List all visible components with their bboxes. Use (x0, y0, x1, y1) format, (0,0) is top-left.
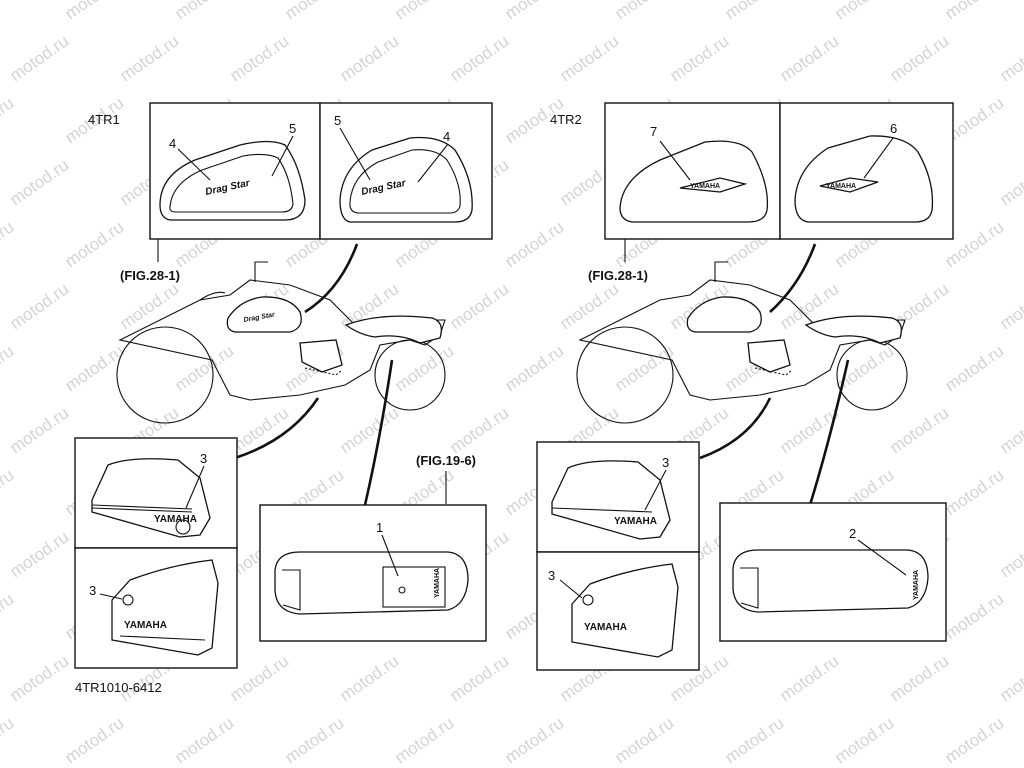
watermark-text: motod.ru (0, 465, 17, 519)
watermark-text: motod.ru (941, 465, 1007, 519)
watermark-text: motod.ru (776, 651, 842, 705)
watermark-text: motod.ru (886, 651, 952, 705)
watermark-text: motod.ru (831, 713, 897, 767)
side-cover-panel-right: YAMAHA 3 YAMAHA 3 (536, 441, 700, 671)
watermark-text: motod.ru (171, 713, 237, 767)
watermark-text: motod.ru (886, 403, 952, 457)
watermark-text: motod.ru (0, 589, 17, 643)
fig-19-6-label: (FIG.19-6) (416, 453, 476, 468)
watermark-text: motod.ru (226, 31, 292, 85)
watermark-text: motod.ru (831, 0, 897, 23)
watermark-text: motod.ru (446, 31, 512, 85)
watermark-text: motod.ru (61, 0, 127, 23)
watermark-text: motod.ru (776, 31, 842, 85)
watermark-text: motod.ru (391, 0, 457, 23)
watermark-text: motod.ru (941, 713, 1007, 767)
svg-text:YAMAHA: YAMAHA (826, 183, 856, 190)
watermark-text: motod.ru (171, 341, 237, 395)
watermark-text: motod.ru (996, 279, 1024, 333)
watermark-text: motod.ru (721, 713, 787, 767)
motorcycle-outline-left: Drag Star (116, 261, 446, 424)
watermark-text: motod.ru (446, 651, 512, 705)
watermark-text: motod.ru (0, 713, 17, 767)
watermark-text: motod.ru (281, 0, 347, 23)
callout-3-upper-right: 3 (662, 455, 669, 470)
watermark-text: motod.ru (996, 155, 1024, 209)
watermark-text: motod.ru (0, 0, 17, 23)
watermark-text: motod.ru (941, 0, 1007, 23)
fig-28-1-label-left: (FIG.28-1) (120, 268, 180, 283)
watermark-text: motod.ru (6, 155, 72, 209)
callout-5-left: 5 (289, 121, 296, 136)
watermark-text: motod.ru (996, 651, 1024, 705)
variant-label-left: 4TR1 (88, 112, 120, 127)
watermark-text: motod.ru (666, 31, 732, 85)
yamaha-logo-lower-left: YAMAHA (124, 620, 167, 631)
watermark-text: motod.ru (996, 527, 1024, 581)
watermark-text: motod.ru (556, 31, 622, 85)
part-code-label: 4TR1010-6412 (75, 680, 162, 695)
watermark-text: motod.ru (6, 403, 72, 457)
watermark-text: motod.ru (6, 31, 72, 85)
watermark-text: motod.ru (0, 93, 17, 147)
yamaha-logo-upper-left: YAMAHA (154, 514, 197, 525)
svg-text:YAMAHA: YAMAHA (690, 183, 720, 190)
svg-text:YAMAHA: YAMAHA (913, 570, 920, 600)
watermark-text: motod.ru (116, 31, 182, 85)
watermark-text: motod.ru (6, 527, 72, 581)
watermark-text: motod.ru (446, 403, 512, 457)
watermark-text: motod.ru (501, 0, 567, 23)
watermark-text: motod.ru (281, 713, 347, 767)
watermark-text: motod.ru (941, 341, 1007, 395)
callout-3-lower-right: 3 (548, 568, 555, 583)
tank-decal-panel-right: YAMAHA 7 YAMAHA 6 (604, 102, 954, 240)
watermark-text: motod.ru (391, 341, 457, 395)
watermark-text: motod.ru (6, 279, 72, 333)
watermark-text: motod.ru (501, 341, 567, 395)
yamaha-logo-upper-right: YAMAHA (614, 516, 657, 527)
callout-4-right: 4 (443, 129, 450, 144)
callout-5-right: 5 (334, 113, 341, 128)
watermark-text: motod.ru (6, 651, 72, 705)
watermark-text: motod.ru (171, 0, 237, 23)
watermark-text: motod.ru (391, 713, 457, 767)
yamaha-logo-lower-right: YAMAHA (584, 622, 627, 633)
watermark-text: motod.ru (501, 713, 567, 767)
svg-text:YAMAHA: YAMAHA (434, 568, 441, 598)
callout-2: 2 (849, 526, 856, 541)
watermark-text: motod.ru (721, 0, 787, 23)
watermark-text: motod.ru (886, 31, 952, 85)
watermark-text: motod.ru (996, 403, 1024, 457)
callout-4-left: 4 (169, 136, 176, 151)
callout-3-upper-left: 3 (200, 451, 207, 466)
watermark-text: motod.ru (501, 217, 567, 271)
watermark-text: motod.ru (0, 341, 17, 395)
callout-7: 7 (650, 124, 657, 139)
motorcycle-outline-right (576, 261, 908, 424)
watermark-text: motod.ru (336, 403, 402, 457)
callout-3-lower-left: 3 (89, 583, 96, 598)
watermark-text: motod.ru (61, 217, 127, 271)
watermark-text: motod.ru (941, 589, 1007, 643)
seat-panel-left: YAMAHA 1 (259, 504, 487, 642)
watermark-text: motod.ru (336, 651, 402, 705)
watermark-text: motod.ru (336, 31, 402, 85)
callout-1: 1 (376, 520, 383, 535)
tank-decal-panel-left: Drag Star 4 5 Drag Star 5 4 (149, 102, 493, 240)
seat-panel-right: YAMAHA 2 (719, 502, 947, 642)
watermark-text: motod.ru (0, 217, 17, 271)
side-cover-panel-left: YAMAHA 3 YAMAHA 3 (74, 437, 238, 669)
watermark-text: motod.ru (611, 713, 677, 767)
watermark-text: motod.ru (556, 279, 622, 333)
watermark-text: motod.ru (996, 31, 1024, 85)
variant-label-right: 4TR2 (550, 112, 582, 127)
watermark-text: motod.ru (446, 279, 512, 333)
fig-28-1-label-right: (FIG.28-1) (588, 268, 648, 283)
watermark-text: motod.ru (61, 713, 127, 767)
watermark-text: motod.ru (611, 0, 677, 23)
callout-6: 6 (890, 121, 897, 136)
